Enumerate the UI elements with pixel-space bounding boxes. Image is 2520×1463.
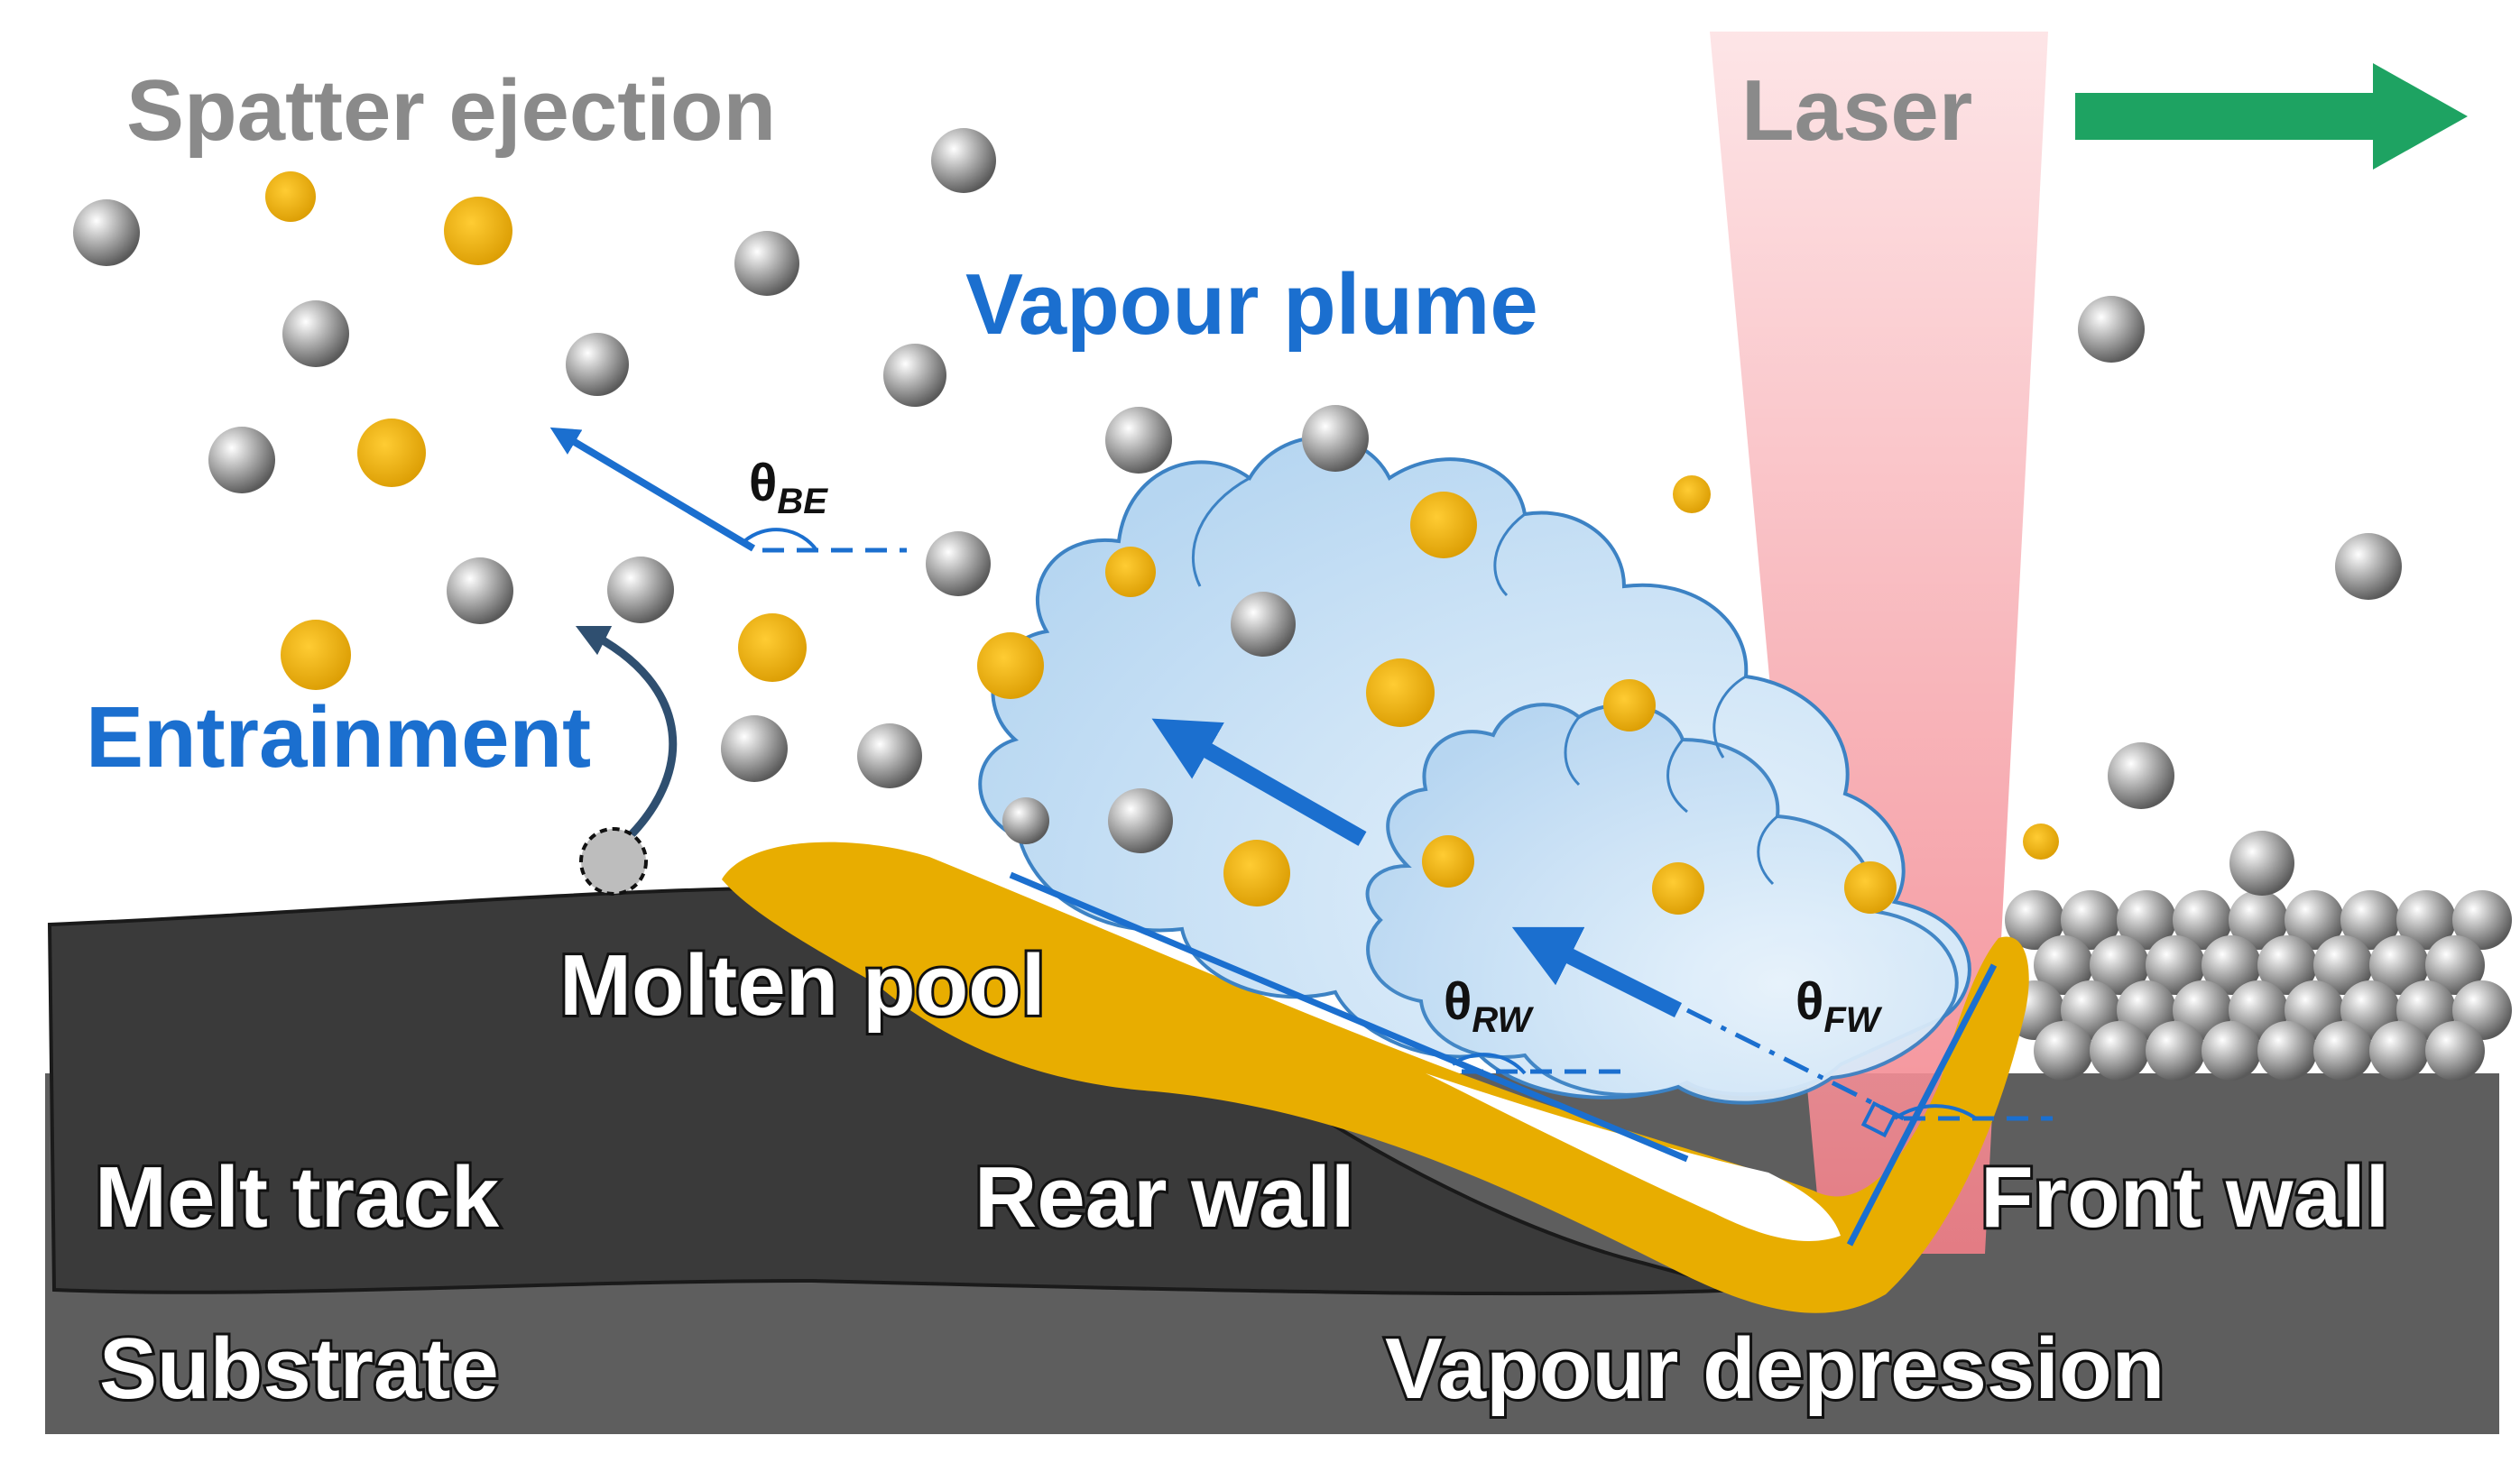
label-vapour-depression: Vapour depression [1385, 1320, 2165, 1417]
molten-spatter-particle [444, 197, 512, 265]
angle-constructions [743, 528, 2053, 1247]
powder-particle [721, 715, 788, 782]
molten-spatter-particle [1603, 679, 1656, 732]
label-molten-pool: Molten pool [559, 937, 1046, 1034]
label-entrainment: Entrainment [86, 689, 591, 786]
powder-particle [1231, 592, 1296, 657]
molten-spatter-particle [2023, 824, 2059, 860]
plume-axis-dashdot [1685, 1008, 1906, 1121]
powder-bed-particle [2257, 935, 2317, 995]
powder-particle [2078, 296, 2145, 363]
powder-bed-particle [2090, 935, 2149, 995]
molten-spatter-particle [1223, 840, 1290, 906]
ejection-arrow [549, 427, 756, 552]
powder-particle [2108, 742, 2174, 809]
rear-wall-line [1009, 871, 1689, 1163]
right-angle-marker [1860, 1100, 1898, 1138]
melt-track [47, 886, 1742, 1296]
powder-bed-particle [2034, 935, 2093, 995]
powder-bed-particle [2034, 1021, 2093, 1081]
powder-bed-particle [2313, 1021, 2373, 1081]
plume-arrow-large [1151, 718, 1367, 846]
powder-particle [208, 427, 275, 493]
entrained-particle [579, 827, 648, 896]
molten-spatter-particle [977, 632, 1044, 699]
powder-particle [734, 231, 799, 296]
powder-bed-particle [2425, 935, 2485, 995]
angle-label-fw: θFW [1795, 972, 1883, 1040]
powder-bed-particle [2340, 890, 2400, 950]
powder-bed-particle [2202, 935, 2261, 995]
powder-particle [1105, 407, 1172, 474]
powder-bed-particle [2117, 890, 2176, 950]
powder-particle [857, 723, 922, 788]
rw-angle-arc [1451, 1053, 1527, 1075]
powder-particle [73, 199, 140, 266]
vapour-depression-cavity [1426, 1073, 1841, 1241]
molten-spatter-particle [281, 620, 351, 690]
powder-bed-particle [2146, 1021, 2205, 1081]
arrows [549, 63, 2468, 1018]
angle-label-be: θBE [749, 454, 828, 521]
molten-spatter-particle [357, 419, 426, 487]
powder-bed-particle [2005, 890, 2064, 950]
label-front-wall: Front wall [1980, 1149, 2389, 1246]
entrainment-arrow [575, 625, 678, 847]
powder-particle [2229, 831, 2294, 896]
powder-bed-particle [2202, 1021, 2261, 1081]
plume-inner-lines [1191, 476, 1778, 886]
label-spatter-ejection: Spatter ejection [126, 62, 776, 159]
powder-particle [282, 300, 349, 367]
powder-particle [607, 557, 674, 623]
angle-label-rw: θRW [1444, 972, 1535, 1040]
powder-particle [883, 344, 946, 407]
powder-particle [1002, 797, 1049, 844]
spatter-particles [73, 128, 2402, 915]
powder-bed-particle [2090, 1021, 2149, 1081]
powder-bed-particle [2229, 890, 2288, 950]
powder-bed-particle [2396, 890, 2456, 950]
powder-bed-particle [2173, 890, 2232, 950]
green-right-arrow-icon [2075, 63, 2468, 170]
powder-bed-particle [2369, 935, 2429, 995]
powder-particle [2335, 533, 2402, 600]
molten-spatter-particle [1366, 658, 1435, 727]
powder-particle [931, 128, 996, 193]
powder-bed-particle [2313, 935, 2373, 995]
fw-angle-arc [1893, 1104, 1978, 1120]
powder-bed-particle [2257, 1021, 2317, 1081]
label-substrate: Substrate [99, 1320, 499, 1417]
label-vapour-plume: Vapour plume [965, 256, 1538, 353]
molten-spatter-particle [1673, 475, 1711, 513]
molten-spatter-particle [1652, 862, 1704, 915]
molten-spatter-particle [738, 613, 807, 682]
molten-spatter-particle [265, 171, 316, 222]
powder-particle [447, 557, 513, 624]
be-angle-arc [743, 528, 818, 552]
powder-particle [566, 333, 629, 396]
powder-particle [1302, 405, 1369, 472]
molten-spatter-particle [1410, 492, 1477, 558]
powder-particle [926, 531, 991, 596]
label-laser: Laser [1741, 62, 1972, 159]
plume-arrow-small [1511, 926, 1683, 1018]
label-melt-track: Melt track [95, 1149, 500, 1246]
powder-bed-particle [2369, 1021, 2429, 1081]
molten-spatter-particle [1105, 547, 1156, 597]
front-wall-line [1846, 963, 1998, 1247]
powder-bed-particle [2146, 935, 2205, 995]
label-rear-wall: Rear wall [974, 1149, 1355, 1246]
powder-bed [2005, 890, 2512, 1081]
molten-spatter-particle [1422, 835, 1474, 888]
molten-spatter-particle [1844, 861, 1897, 914]
powder-bed-particle [2285, 890, 2344, 950]
powder-bed-particle [2061, 890, 2120, 950]
powder-bed-particle [2452, 890, 2512, 950]
powder-particle [1108, 788, 1173, 853]
powder-bed-particle [2425, 1021, 2485, 1081]
